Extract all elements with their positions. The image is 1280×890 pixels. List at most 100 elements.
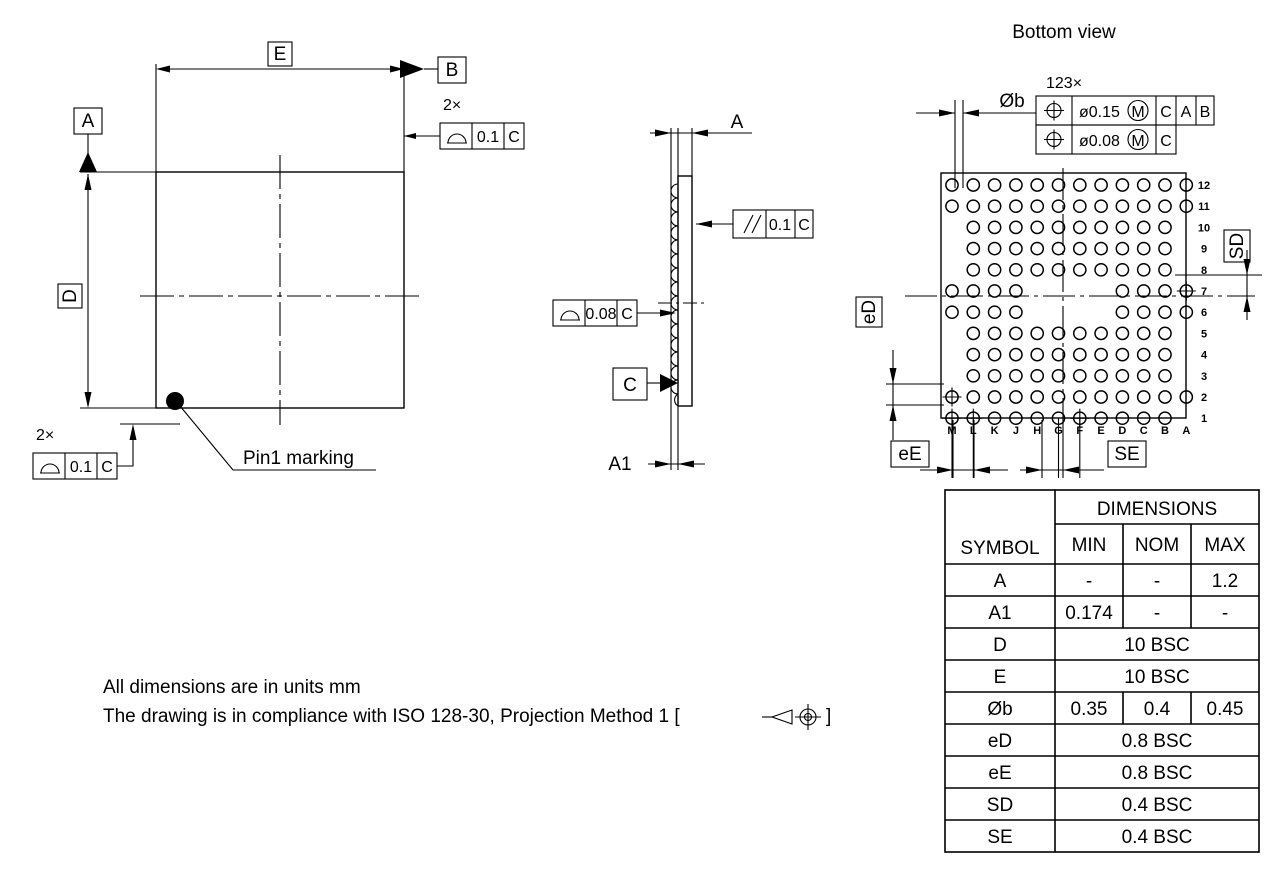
bga-row-label-5: 5 [1201, 328, 1207, 340]
table-cell-value-7: 0.4 BSC [1122, 795, 1193, 816]
position-icon-2 [1044, 129, 1064, 150]
note-line-1: All dimensions are in units mm [103, 677, 361, 698]
dim-sd-label: SD [1227, 233, 1248, 259]
position-datum-1a: C [1160, 104, 1172, 121]
ball-D6 [1115, 305, 1130, 320]
table-cell-symbol-0: A [994, 571, 1007, 592]
ball-B11 [1158, 199, 1172, 214]
arrow-d-top [84, 174, 92, 190]
ball-D11 [1115, 199, 1130, 214]
ball-J5 [1009, 326, 1023, 341]
table-subheader-max: MAX [1204, 535, 1246, 556]
dim-se-box [1107, 440, 1147, 468]
se-arrow-right [1063, 466, 1079, 474]
ball-K9 [987, 241, 1002, 256]
table-cell-max-4: 0.45 [1207, 699, 1244, 720]
ball-H9 [1030, 241, 1045, 256]
ball-C3 [1136, 368, 1151, 383]
ball-H8 [1030, 262, 1045, 277]
datum-a-label: A [82, 111, 95, 132]
bga-row-label-3: 3 [1201, 371, 1207, 383]
ball-L4 [966, 347, 981, 362]
ball-H3 [1030, 368, 1045, 383]
ball-L3 [966, 368, 981, 383]
ball-F8 [1072, 262, 1087, 277]
table-cell-value-6: 0.8 BSC [1122, 763, 1193, 784]
ball-C6 [1136, 305, 1151, 320]
ball-B3 [1158, 368, 1172, 383]
ball-G5 [1051, 326, 1066, 341]
ball-K2 [987, 390, 1002, 404]
ball-L5 [966, 326, 981, 341]
arrow-a1-right [678, 460, 694, 468]
ball-J9 [1009, 241, 1023, 256]
ball-count-label: 123× [1046, 75, 1082, 92]
note-line-2: The drawing is in compliance with ISO 12… [103, 706, 680, 727]
ball-F9 [1072, 241, 1087, 256]
ball-K8 [987, 262, 1002, 277]
ball-C9 [1136, 241, 1151, 256]
ball-E11 [1094, 199, 1108, 214]
dim-e-box [267, 41, 293, 67]
ball-B12 [1158, 178, 1172, 192]
ball-L12 [966, 178, 981, 192]
bga-col-label-J: J [1013, 425, 1019, 437]
ball-K11 [987, 199, 1002, 214]
parallelism-icon [743, 214, 762, 234]
table-cell-max-0: 1.2 [1212, 571, 1238, 592]
table-cell-symbol-2: D [993, 635, 1007, 656]
ball-H4 [1030, 347, 1045, 362]
table-cell-symbol-7: SD [987, 795, 1013, 816]
table-border [944, 489, 1260, 853]
ball-H1 [1030, 411, 1045, 426]
ball-F2 [1072, 390, 1087, 404]
ball-grid [942, 178, 1196, 478]
ball-F4 [1072, 347, 1087, 362]
ball-J12 [1009, 178, 1023, 192]
ball-target-A7 [1176, 281, 1196, 301]
bottom-fcf-leader [117, 428, 134, 467]
bga-row-label-4: 4 [1201, 350, 1208, 362]
ball-L2 [966, 390, 981, 404]
bottom-fcf-arrow [129, 424, 137, 440]
dim-d-label: D [60, 289, 81, 303]
ball-M6 [945, 305, 959, 320]
table-cell-min-1: 0.174 [1065, 603, 1113, 624]
ball-C11 [1136, 199, 1151, 214]
ob-arrow-right [963, 109, 979, 117]
bga-col-label-M: M [947, 425, 956, 437]
table-cell-symbol-3: E [994, 667, 1007, 688]
ball-D2 [1115, 390, 1130, 404]
side-profile-tolerance: 0.08 [585, 306, 616, 323]
ball-E2 [1094, 390, 1108, 404]
ball-H12 [1030, 178, 1045, 192]
ball-C4 [1136, 347, 1151, 362]
pin1-leader [179, 405, 234, 471]
ball-M11 [945, 199, 959, 214]
ee-arrow-right [974, 466, 990, 474]
table-subheader-nom: NOM [1135, 535, 1179, 556]
bottom-view-title: Bottom view [1012, 22, 1116, 43]
bga-col-label-A: A [1182, 425, 1190, 437]
ball-B5 [1158, 326, 1172, 341]
table-header-dimensions: DIMENSIONS [1097, 499, 1217, 520]
ball-M7 [945, 284, 959, 298]
bga-row-label-1: 1 [1201, 413, 1207, 425]
datum-b-label: B [446, 60, 459, 81]
table-cell-value-3: 10 BSC [1124, 667, 1189, 688]
table-subheader-min: MIN [1072, 535, 1107, 556]
bottom-fcf-frame: 0.1 C [32, 452, 118, 480]
ball-E12 [1094, 178, 1108, 192]
parallelism-arrow [696, 220, 712, 228]
table-cell-min-0: - [1086, 571, 1092, 592]
dim-sd-box [1223, 229, 1251, 263]
ball-D9 [1115, 241, 1130, 256]
dim-a-label: A [731, 112, 744, 133]
position-tolerance-2: ø0.08 [1079, 133, 1120, 150]
datum-c-arrow [660, 374, 678, 392]
ball-L9 [966, 241, 981, 256]
position-icon-1 [1044, 100, 1064, 121]
ball-C12 [1136, 178, 1151, 192]
ball-J4 [1009, 347, 1023, 362]
